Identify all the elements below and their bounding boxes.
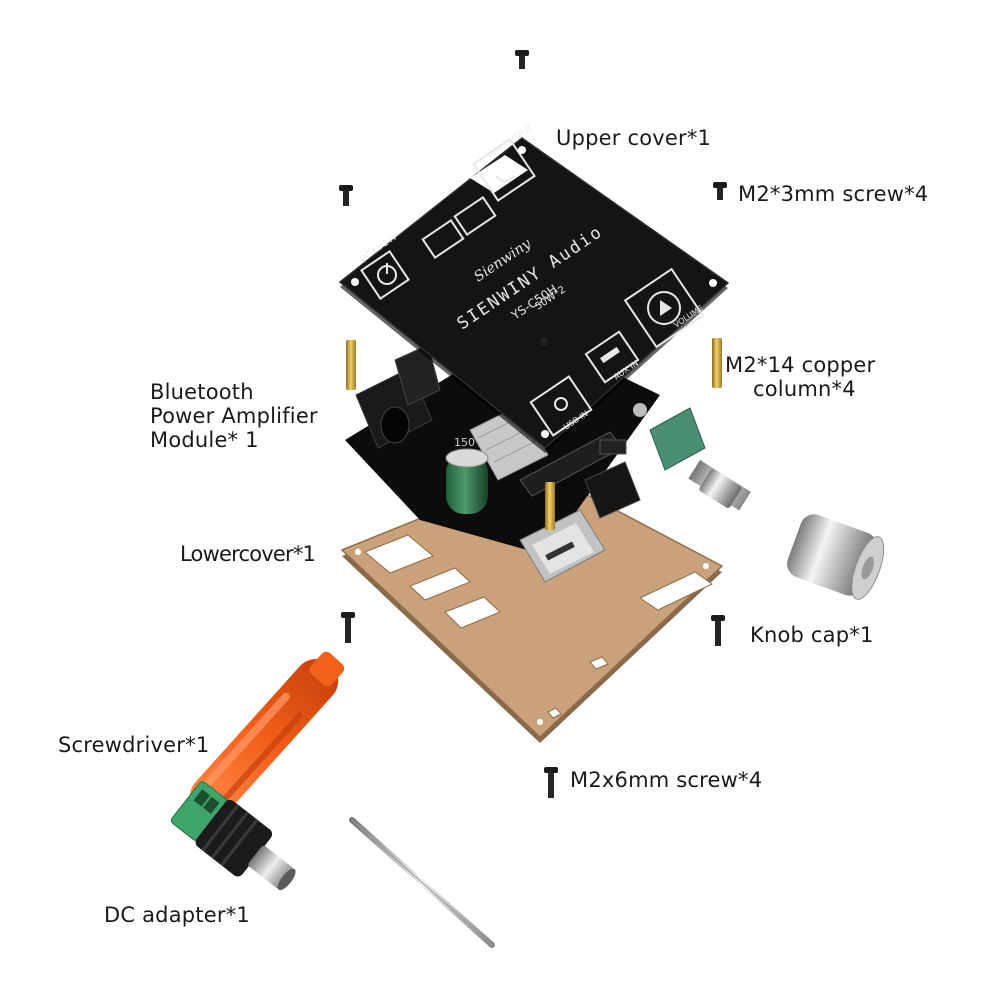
screwdriver [189,651,495,948]
capacitor-label: 150 [454,436,475,449]
label-dc-adapter: DC adapter*1 [104,903,250,927]
screw-bottom-left [341,612,355,643]
label-module-line1: Bluetooth [150,380,254,404]
label-copper-column-line2: column*4 [753,377,856,401]
label-screwdriver: Screwdriver*1 [58,733,210,757]
dc-adapter [170,781,296,891]
usb-port [519,509,606,583]
label-screw-6mm: M2x6mm screw*4 [570,768,763,792]
capacitor: 150 [445,436,489,514]
screw-bottom-right [711,615,725,646]
label-copper-column: M2*14 copper column*4 [725,353,875,401]
screw-top-left [339,185,353,206]
potentiometer [649,407,751,511]
label-module-line2: Power Amplifier [150,404,318,428]
lower-cover-acrylic [340,469,724,743]
screw-legend-6mm [544,767,558,798]
screw-top [515,50,529,69]
speaker-icons [421,195,497,260]
copper-column-right [712,338,722,388]
screw-legend-3mm [713,182,727,200]
label-upper-cover: Upper cover*1 [556,126,712,150]
label-module: Bluetooth Power Amplifier Module* 1 [150,380,318,452]
label-screw-3mm: M2*3mm screw*4 [738,182,929,206]
label-module-line3: Module* 1 [150,428,259,452]
knob-cap [787,514,885,600]
label-lower-cover: Lowercover*1 [180,542,316,566]
label-knob-cap: Knob cap*1 [750,623,874,647]
label-copper-column-line1: M2*14 copper [725,353,876,377]
copper-column-left [346,340,356,390]
